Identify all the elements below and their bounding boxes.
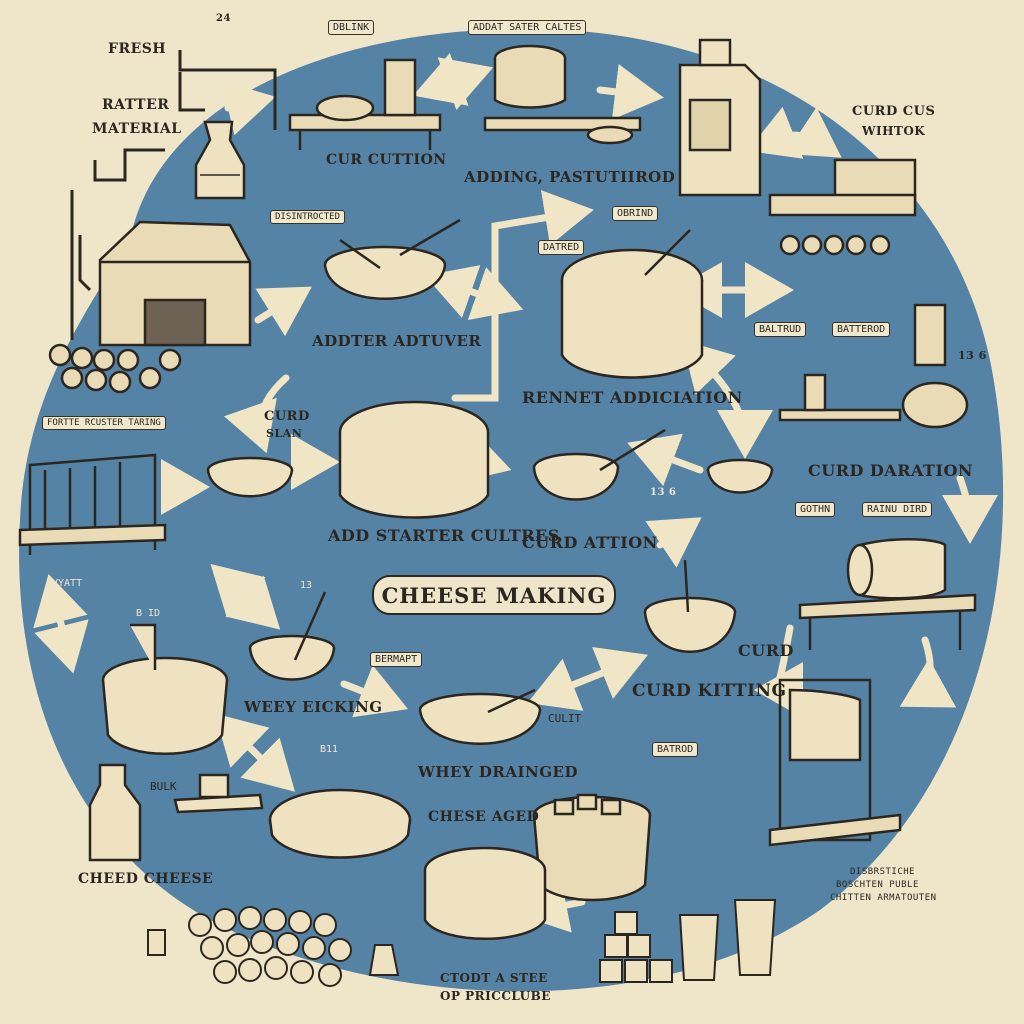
label-curd-sl-2: SLAN <box>266 428 302 440</box>
label-cheese-aged: CHESE AGED <box>428 810 539 825</box>
tag-addat-sater-caltes: ADDAT SATER CALTES <box>468 20 586 35</box>
tag-batrod: BATROD <box>652 742 698 757</box>
tag-obrind: OBRIND <box>612 206 658 221</box>
label-adding-pasteurized: ADDING, PASTUTIIROD <box>464 170 675 186</box>
cheese-wheel-center <box>340 402 488 518</box>
label-wey-eicking: WEEY EICKING <box>244 700 383 716</box>
tag-fortte-rcuster: FORTTE RCUSTER TARING <box>42 416 166 430</box>
label-bottom-caption-2: OP PRICCLUBE <box>440 990 551 1003</box>
title-banner: CHEESE MAKING <box>372 575 616 615</box>
tag-13: 13 <box>300 580 312 591</box>
label-cheed-cheese: CHEED CHEESE <box>78 872 213 887</box>
tag-bi: B11 <box>320 744 338 755</box>
label-addter-adtuver: ADDTER ADTUVER <box>312 334 481 350</box>
label-whey-drained: WHEY DRAINGED <box>418 765 578 781</box>
tag-bulk: BULK <box>150 780 177 793</box>
tag-dblink: DBLINK <box>328 20 374 35</box>
label-bottom-caption-1: CTODT A STEE <box>440 972 548 985</box>
label-curd-daration: CURD DARATION <box>808 463 973 480</box>
tag-rainu: RAINU DIRD <box>862 502 932 517</box>
tag-datred: DATRED <box>538 240 584 255</box>
tag-bd: B ID <box>136 608 160 619</box>
label-right-caption-2: BOSCHTEN PUBLE <box>836 881 919 890</box>
label-right-caption-1: DISBRSTICHE <box>850 868 915 877</box>
label-fresh: FRESH <box>108 42 166 57</box>
flat-cheese-wheel <box>270 790 410 858</box>
label-curd-kitting: CURD KITTING <box>632 683 787 701</box>
tag-gothn: GOTHN <box>795 502 835 517</box>
curd-basket <box>534 795 650 900</box>
tag-vyatt: VYATT <box>52 578 82 589</box>
tag-batterod: BATTEROD <box>832 322 890 337</box>
label-curd-cus-2: WIHTOK <box>862 125 925 138</box>
label-rennet-addiciation: RENNET ADDICIATION <box>522 390 743 407</box>
label-raw-material-2: MATERIAL <box>92 122 182 137</box>
aged-cheese-wheel <box>425 848 545 939</box>
label-curd-cus-1: CURD CUS <box>852 105 935 119</box>
label-right-caption-3: CHITTEN ARMATOUTEN <box>830 894 937 903</box>
label-raw-material-1: RATTER <box>102 98 169 113</box>
tag-13-6: 13 6 <box>958 350 987 362</box>
label-cur-cuttion: CUR CUTTION <box>326 153 447 168</box>
tag-13-6b: 13 6 <box>650 488 676 499</box>
tag-24: 24 <box>216 14 231 25</box>
tag-baltrud: BALTRUD <box>754 322 806 337</box>
label-curd-sl-1: CURD <box>264 410 310 424</box>
tag-culit: CULIT <box>548 712 581 725</box>
page-title: CHEESE MAKING <box>382 583 607 608</box>
label-curd-attion: CURD ATTION <box>522 535 658 552</box>
label-curd: CURD <box>738 643 794 660</box>
tag-disintrocted: DISINTROCTED <box>270 210 345 224</box>
tag-bermapt: BERMAPT <box>370 652 422 667</box>
